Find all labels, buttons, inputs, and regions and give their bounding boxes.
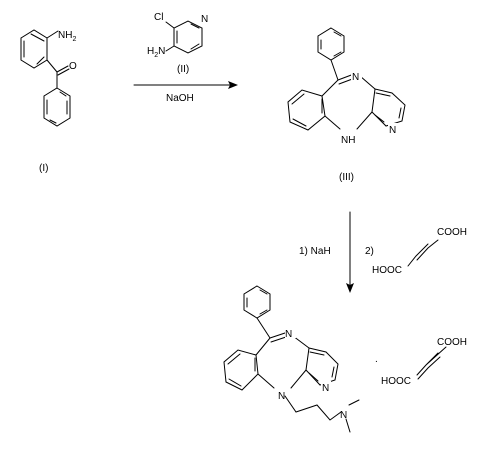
salt-cooh-label: COOH [437, 337, 467, 348]
p-phenyl-inner [246, 289, 268, 315]
c3-pyridine-ring [371, 88, 406, 127]
reagent-cooh-label: COOH [437, 227, 467, 238]
p-n-ring: N [278, 391, 285, 402]
product-structure: N N N N [223, 285, 360, 433]
c3-nh-label: NH [341, 135, 355, 146]
p-n-pyridine: N [322, 383, 329, 394]
p-benzo-ring [223, 349, 259, 391]
c3-pyridine-inner [374, 92, 402, 123]
p-propyl-chain [284, 395, 342, 421]
c2-n-label: N [201, 14, 208, 25]
c1-nh2-bond [46, 30, 59, 39]
compound-1-label: (I) [39, 163, 48, 174]
p-phenyl-link [256, 317, 271, 339]
c2-ring-inner [176, 23, 200, 50]
compound-2-structure: N Cl H2N [147, 12, 210, 59]
reagent-hooc-label: HOOC [372, 265, 402, 276]
c3-n-pyridine: N [389, 125, 396, 136]
step-1-reagent: NaOH [166, 93, 194, 104]
c3-phenyl-link [330, 59, 339, 81]
p-bridge [255, 335, 310, 389]
c1-upper-ring-inner [23, 33, 45, 65]
c1-h2n-label: NH2 [58, 30, 76, 43]
compound-2-label: (II) [177, 64, 189, 75]
c2-cl-label: Cl [154, 12, 163, 23]
fumaric-acid-salt: HOOC COOH [381, 337, 467, 387]
c3-phenyl [317, 27, 345, 61]
c2-h2n-label: H2N [147, 46, 165, 59]
p-pyridine-inner [308, 351, 335, 382]
step-2-reagent-1: 1) NaH [299, 246, 331, 257]
p-nme2 [345, 399, 360, 433]
compound-3-structure: N NH N [287, 27, 406, 146]
p-n-imine: N [285, 329, 292, 340]
c2-cl-bond [165, 21, 175, 29]
p-benzo-inner [227, 353, 256, 387]
p-pyridine-ring [305, 347, 339, 386]
c1-lower-ring [43, 87, 71, 127]
c1-o-label: O [69, 61, 77, 72]
fumaric-acid-reagent: HOOC COOH [372, 227, 467, 276]
c3-phenyl-inner [320, 31, 342, 57]
c1-lower-ring-inner [46, 91, 68, 124]
p-nme2-label: N [340, 410, 347, 421]
c1-carbonyl-link [46, 59, 58, 73]
c2-nh2-bond [165, 45, 175, 52]
step-1-arrow [133, 81, 238, 89]
c3-bridge [321, 75, 376, 130]
c3-benzo-ring [287, 89, 326, 131]
salt-hooc-label: HOOC [381, 376, 411, 387]
c2-ring [173, 20, 203, 54]
c1-co-double [56, 65, 70, 76]
salt-dot: . [375, 354, 378, 365]
c3-benzo-inner [291, 93, 323, 127]
c3-n-imine: N [352, 72, 359, 83]
compound-3-label: (III) [339, 172, 354, 183]
p-phenyl [243, 285, 271, 319]
step-2-arrow [346, 211, 354, 293]
step-2-reagent-2: 2) [365, 246, 374, 257]
compound-1-structure: NH2 O [20, 29, 77, 127]
